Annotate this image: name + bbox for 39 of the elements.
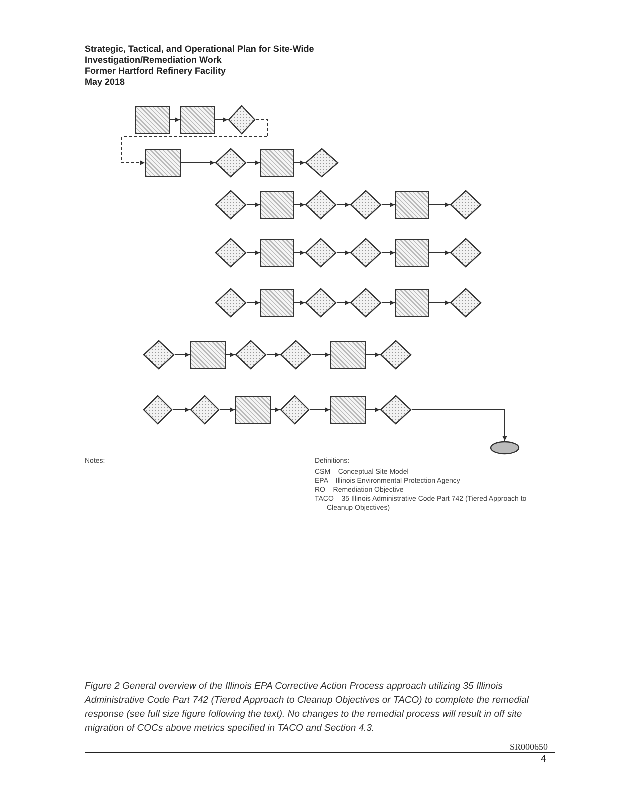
arrow xyxy=(174,352,190,358)
arrow xyxy=(220,408,236,412)
arrow xyxy=(428,250,450,256)
arrow xyxy=(336,250,350,256)
arrow xyxy=(428,202,450,208)
arrow xyxy=(382,202,396,208)
header-text: May 2018 xyxy=(85,77,126,88)
arrow xyxy=(294,160,306,166)
arrow xyxy=(366,408,380,412)
header-text: Investigation/Remediation Work xyxy=(85,55,223,66)
bates-number: SR000650 xyxy=(510,742,548,752)
arrow xyxy=(412,410,508,442)
arrow xyxy=(382,300,396,306)
arrow xyxy=(294,250,306,256)
arrow xyxy=(246,250,260,256)
arrow xyxy=(294,202,306,208)
header-text: Strategic, Tactical, and Operational Plan for Site-Wide xyxy=(85,44,316,55)
arrow xyxy=(366,352,380,358)
arrow xyxy=(226,352,236,358)
arrow xyxy=(170,118,180,122)
arrow xyxy=(266,352,280,358)
arrow xyxy=(246,202,260,208)
arrow xyxy=(382,250,396,256)
figure-caption: Figure 2 General overview of the Illinois EPA Corrective Action Process approach utilizing 35 Illinois Administrative Code Part 742 (Tiered Approach to Cleanup Objectives or TACO) to complete the remedial response (see full size figure following the text). No changes to the remedial process will result in off site migration of COCs above metrics specified in TACO and Section 4.3. xyxy=(85,680,530,736)
page-number: 4 xyxy=(541,754,547,765)
arrow xyxy=(336,300,350,306)
arrow xyxy=(270,408,280,412)
header-text: Former Hartford Refinery Facility xyxy=(85,66,228,77)
arrow xyxy=(428,300,450,306)
arrow xyxy=(172,408,190,412)
arrow xyxy=(246,160,260,166)
arrow xyxy=(122,120,268,166)
arrow xyxy=(294,300,306,306)
arrow xyxy=(180,160,216,166)
arrow xyxy=(336,202,350,208)
arrow xyxy=(312,352,330,358)
arrow xyxy=(246,300,260,306)
arrow xyxy=(214,118,228,122)
arrow xyxy=(310,408,330,412)
